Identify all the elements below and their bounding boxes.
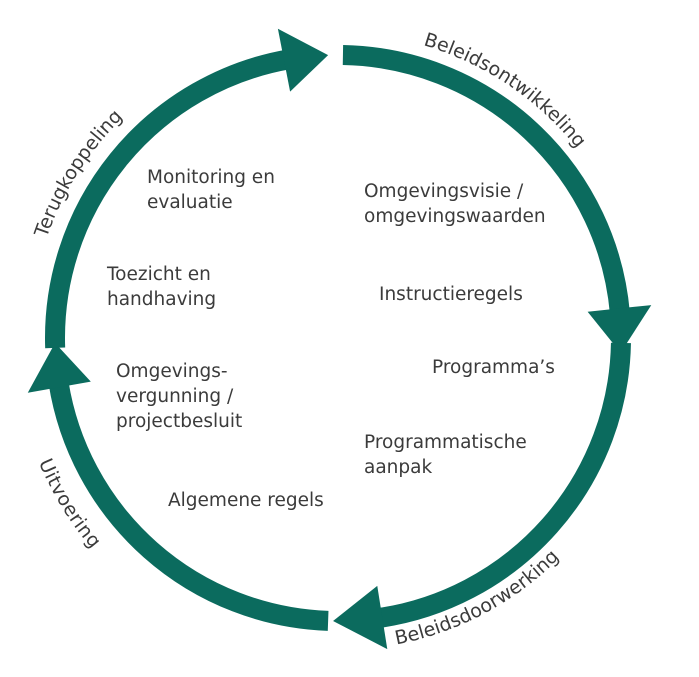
arrow-terugkoppeling-shaft [45, 49, 291, 349]
arrow-beleidsontwikkeling-shaft [342, 45, 630, 315]
arrow-uitvoering-shaft [48, 380, 329, 631]
phase-label-beleidsontwikkeling: Beleidsontwikkeling [422, 29, 591, 152]
arrow-uitvoering-head [27, 342, 91, 393]
item-instructieregels: Instructieregels [379, 284, 523, 305]
cycle-arrows [27, 28, 652, 650]
item-omgevingsvisie: Omgevingsvisie / omgevingswaarden [364, 181, 546, 227]
item-omgevingsvergunning: Omgevings- vergunning / projectbesluit [116, 361, 243, 432]
arrow-beleidsdoorwerking-shaft [375, 342, 631, 629]
item-toezicht-handhaving: Toezicht en handhaving [107, 264, 217, 310]
arrow-beleidsontwikkeling-head [587, 305, 652, 353]
arrow-terugkoppeling-head [277, 28, 329, 92]
item-monitoring-evaluatie: Monitoring en evaluatie [147, 167, 275, 213]
item-programmas: Programma’s [432, 357, 555, 378]
item-programmatische-aanpak: Programmatische aanpak [364, 432, 527, 478]
arrow-beleidsdoorwerking-head [333, 585, 388, 650]
phase-label-beleidsdoorwerking: Beleidsdoorwerking [393, 545, 563, 649]
item-algemene-regels: Algemene regels [168, 490, 324, 511]
